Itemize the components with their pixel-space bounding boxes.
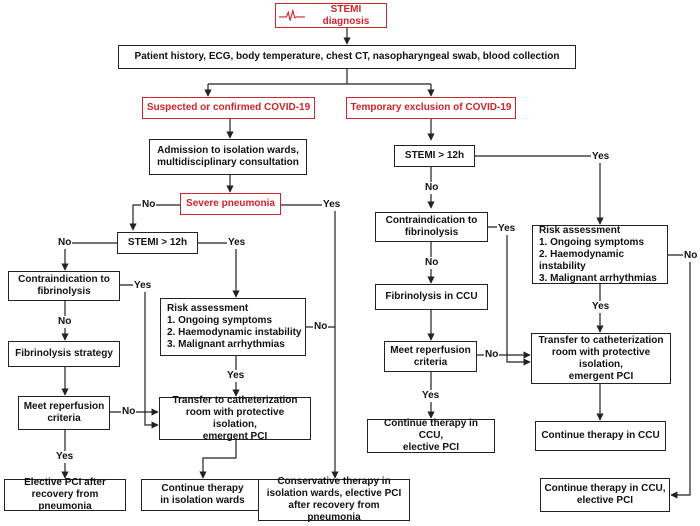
transfer-box-noncovid: Transfer to catheterization room with pr… [531,333,671,384]
elective-pci-box: Elective PCI after recovery from pneumon… [4,477,126,512]
conservative-line-1: Conservative therapy in [277,476,391,487]
meet-criteria2-line-2: criteria [413,356,448,368]
diagnosis-title: STEMI diagnosis [322,3,370,27]
contraindication-box-covid: Contraindication to fibrinolysis [8,271,120,301]
conservative-line-2: isolation wards, elective PCI [266,488,402,499]
meet-criteria-line-1: Meet reperfusion [23,401,105,412]
covid-branch-title: Suspected or confirmed COVID-19 [146,102,311,113]
admission-line-1: Admission to isolation wards, [157,145,299,156]
label-no-contra-noncovid: No [424,257,440,269]
covid-branch-box: Suspected or confirmed COVID-19 [142,97,315,119]
continue-ccu-label: Continue therapy in CCU [541,430,660,441]
elective-pci-line-1: Elective PCI after [24,477,106,488]
continue-ccu-elective2-line-1: Continue therapy in CCU, [544,483,666,494]
label-no-severe: No [141,199,157,211]
contraindication2-line-1: Contraindication to [385,215,478,226]
edge-workup-split [207,68,432,95]
stemi-gt12-label-2: STEMI > 12h [404,150,465,161]
risk-line-3: 2. Haemodynamic instability [167,327,302,338]
fibrinolysis-ccu-box: Fibrinolysis in CCU [375,284,488,310]
stemi-gt12-label: STEMI > 12h [127,237,188,248]
continue-isolation-line-2: in isolation wards [160,495,245,506]
label-yes-criteria-noncovid: Yes [421,390,441,402]
label-no-criteria-covid: No [121,406,137,418]
conservative-therapy-box: Conservative therapy in isolation wards,… [258,476,410,523]
edge-stemi-yes [198,242,240,298]
label-yes-criteria-covid: Yes [55,451,75,463]
stemi-gt12-box-noncovid: STEMI > 12h [394,145,475,167]
continue-isolation-line-1: Continue therapy [161,483,244,494]
risk-assessment-box-noncovid: Risk assessment 1. Ongoing symptoms 2. H… [532,225,668,284]
label-yes-stemi-noncovid: Yes [591,151,611,163]
edge-contra-yes [120,284,159,429]
risk2-line-3: 2. Haemodynamic instability [539,248,625,272]
meet-criteria2-line-1: Meet reperfusion [390,344,471,356]
risk2-line-1: Risk assessment [539,224,621,236]
transfer-line-1: Transfer to catheterization [172,394,298,406]
stemi-diagnosis-box: STEMI diagnosis [275,3,387,28]
stemi-gt12-box-covid: STEMI > 12h [117,232,198,254]
risk-line-1: Risk assessment [167,303,249,314]
edge-transfer-continue [199,440,237,479]
risk2-line-2: 1. Ongoing symptoms [539,236,645,248]
severe-pneumonia-box: Severe pneumonia [180,193,281,215]
label-no-stemi-covid: No [57,237,73,249]
label-yes-contra-noncovid: Yes [497,223,517,235]
risk-line-4: 3. Malignant arrhythmias [167,339,285,350]
severe-pneumonia-label: Severe pneumonia [186,198,275,209]
label-yes-risk-noncovid: Yes [591,301,611,313]
transfer2-line-1: Transfer to catheterization [538,334,664,346]
meet-criteria-line-2: criteria [47,413,81,424]
edge-severe-no [129,204,180,231]
noncovid-branch-box: Temporary exclusion of COVID-19 [346,97,516,119]
continue-ccu-elective2-line-2: elective PCI [576,495,634,506]
contraindication-line-1: Contraindication to [18,274,110,285]
label-yes-severe: Yes [322,199,342,211]
transfer-line-2: room with protective isolation, [185,406,285,430]
fibrinolysis-strategy-box: Fibrinolysis strategy [8,341,120,367]
noncovid-branch-title: Temporary exclusion of COVID-19 [350,102,512,113]
ecg-waveform-icon [279,8,305,21]
transfer2-line-3: emergent PCI [568,370,634,382]
label-no-stemi-noncovid: No [424,182,440,194]
risk-line-2: 1. Ongoing symptoms [167,315,273,326]
continue-ccu-elective-line-1: Continue therapy in CCU, [384,418,478,441]
continue-ccu-box: Continue therapy in CCU [535,421,666,451]
edge-risk2-no [668,254,691,499]
fibrinolysis-ccu-label: Fibrinolysis in CCU [385,291,478,302]
conservative-line-3: after recovery from pneumonia [288,500,380,523]
contraindication-box-noncovid: Contraindication to fibrinolysis [375,212,488,242]
transfer-box-covid: Transfer to catheterization room with pr… [159,394,311,442]
label-yes-contra-covid: Yes [133,280,153,292]
continue-ccu-elective-box-2: Continue therapy in CCU, elective PCI [540,478,670,512]
edge-contra2-yes [488,226,531,366]
contraindication-line-2: fibrinolysis [37,286,91,297]
fibrinolysis-strategy-label: Fibrinolysis strategy [15,348,113,359]
meet-criteria-box-noncovid: Meet reperfusion criteria [384,341,477,372]
risk-assessment-box-covid: Risk assessment 1. Ongoing symptoms 2. H… [160,298,306,356]
elective-pci-line-2: recovery from pneumonia [31,489,99,512]
meet-criteria-box-covid: Meet reperfusion criteria [18,396,110,430]
risk2-line-4: 3. Malignant arrhythmias [539,272,657,284]
continue-ccu-elective-line-2: elective PCI [402,442,460,453]
label-yes-stemi-covid: Yes [227,237,247,249]
workup-text: Patient history, ECG, body temperature, … [134,51,560,62]
transfer-line-3: emergent PCI [202,430,268,442]
label-no-criteria-noncovid: No [484,349,500,361]
workup-box: Patient history, ECG, body temperature, … [118,45,576,69]
continue-ccu-elective-box: Continue therapy in CCU, elective PCI [367,418,495,453]
label-no-contra-covid: No [57,316,73,328]
admission-box: Admission to isolation wards, multidisci… [149,139,307,175]
label-no-risk-covid: No [313,321,329,333]
contraindication2-line-2: fibrinolysis [404,227,459,238]
edge-stemi-no [61,242,117,271]
transfer2-line-2: room with protective isolation, [551,346,651,370]
edge-stemi2-yes [475,155,604,225]
continue-isolation-box: Continue therapy in isolation wards [141,479,264,511]
label-no-risk-noncovid: No [683,250,699,262]
label-yes-risk-covid: Yes [226,370,246,382]
admission-line-2: multidisciplinary consultation [157,157,299,168]
